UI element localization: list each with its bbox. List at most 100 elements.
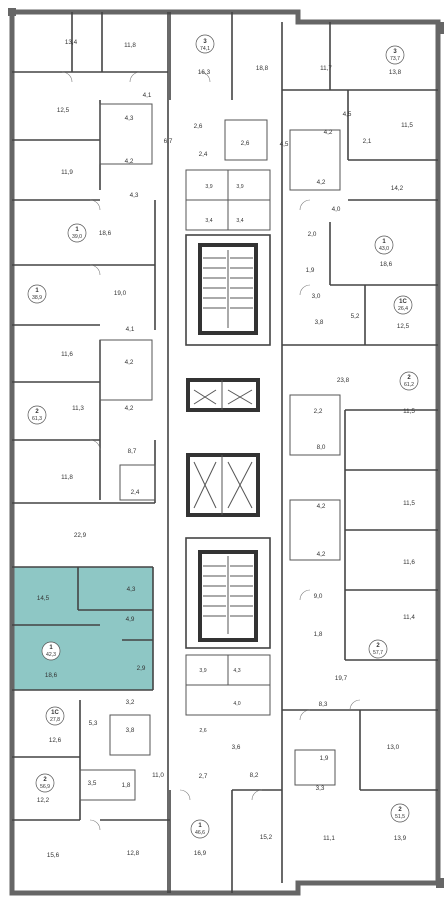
room-area: 14,5	[37, 595, 50, 602]
apartment-area: 61,3	[32, 416, 42, 422]
room-area: 2,9	[137, 665, 146, 672]
room-area: 2,0	[308, 231, 317, 238]
apartment-marker[interactable]: 1С 26,4	[393, 295, 413, 315]
room-area: 2,6	[199, 728, 206, 734]
apartment-marker[interactable]: 1С 27,8	[45, 706, 65, 726]
room-area: 3,8	[126, 727, 135, 734]
apartment-rooms: 1	[49, 645, 53, 651]
apartment-marker[interactable]: 3 73,7	[385, 45, 405, 65]
room-area: 3,9	[205, 184, 212, 190]
apartment-marker[interactable]: 2 51,5	[390, 803, 410, 823]
apartment-marker[interactable]: 3 74,1	[195, 34, 215, 54]
room-area: 12,2	[37, 797, 50, 804]
apartment-rooms: 1	[198, 823, 202, 829]
apartment-rooms: 1	[382, 239, 386, 245]
room-area: 3,3	[316, 785, 325, 792]
room-area: 11,8	[124, 42, 136, 49]
apartment-area: 74,1	[200, 46, 210, 52]
room-area: 11,9	[61, 169, 73, 176]
room-area: 4,1	[143, 92, 152, 99]
apartment-area: 57,7	[373, 650, 383, 656]
room-area: 3,5	[88, 780, 97, 787]
apartment-area: 39,0	[72, 234, 82, 240]
room-area: 4,2	[125, 359, 134, 366]
apartment-area: 38,9	[32, 295, 42, 301]
room-area: 3,0	[312, 293, 321, 300]
room-area: 16,3	[198, 69, 211, 76]
apartment-rooms: 3	[393, 49, 397, 55]
apartment-area: 26,4	[398, 306, 408, 312]
room-area: 11,3	[72, 405, 84, 412]
room-area: 1,9	[320, 755, 329, 762]
room-area: 8,0	[317, 444, 326, 451]
room-area: 12,5	[57, 107, 70, 114]
apartment-marker[interactable]: 2 57,7	[368, 639, 388, 659]
apartment-area: 42,3	[46, 652, 56, 658]
doors	[61, 71, 361, 831]
apartment-marker[interactable]: 1 39,0	[67, 223, 87, 243]
apartment-marker[interactable]: 2 56,9	[35, 773, 55, 793]
apartment-rooms: 2	[376, 643, 380, 649]
room-area: 19,7	[335, 675, 348, 682]
room-area: 4,0	[332, 206, 341, 213]
room-area: 4,1	[126, 326, 135, 333]
stair-treads-bottom	[203, 565, 253, 617]
room-area: 12,8	[127, 850, 140, 857]
room-area: 3,9	[236, 184, 243, 190]
apartment-rooms: 1	[75, 227, 79, 233]
room-area: 4,9	[126, 616, 135, 623]
apartment-rooms: 2	[35, 409, 39, 415]
room-area: 2,1	[363, 138, 372, 145]
apartment-marker[interactable]: 2 61,2	[399, 371, 419, 391]
apartment-rooms: 1С	[399, 299, 407, 305]
room-area: 13,8	[389, 69, 402, 76]
apartment-marker[interactable]: 1 43,0	[374, 235, 394, 255]
room-area: 2,6	[241, 140, 250, 147]
apartment-area: 43,0	[379, 246, 389, 252]
room-area: 4,2	[125, 405, 134, 412]
room-area: 8,2	[250, 772, 259, 779]
apartment-marker[interactable]: 2 61,3	[27, 405, 47, 425]
room-area: 4,3	[233, 668, 240, 674]
room-area: 4,2	[125, 158, 134, 165]
apartment-markers[interactable]: 3 74,1 3 73,7 1 39,0 1 43,0 1 38,9 1С 26…	[27, 34, 419, 839]
room-area: 2,6	[194, 123, 203, 130]
apartment-rooms: 2	[43, 777, 47, 783]
apartment-marker[interactable]: 1 46,6	[190, 819, 210, 839]
room-area: 4,2	[317, 503, 326, 510]
apartment-area: 73,7	[390, 56, 400, 62]
apartment-area: 46,6	[195, 830, 205, 836]
room-area: 18,6	[99, 230, 112, 237]
room-area: 4,2	[317, 179, 326, 186]
exterior-walls	[8, 8, 444, 896]
room-area: 11,0	[152, 772, 164, 779]
selected-apartment-highlight[interactable]	[12, 567, 153, 690]
room-area: 3,6	[232, 744, 241, 751]
room-area: 11,5	[403, 408, 415, 415]
room-area: 4,0	[233, 701, 240, 707]
room-area: 9,0	[314, 593, 323, 600]
room-area: 11,6	[61, 351, 73, 358]
room-area: 3,8	[315, 319, 324, 326]
room-area: 11,7	[320, 65, 332, 72]
room-area: 8,3	[319, 701, 328, 708]
room-area: 18,8	[256, 65, 269, 72]
room-area: 2,7	[199, 773, 208, 780]
room-area: 4,5	[280, 141, 289, 148]
apartment-rooms: 1С	[51, 710, 59, 716]
room-area: 3,4	[236, 218, 243, 224]
room-area: 13,4	[65, 39, 78, 46]
room-area: 15,6	[47, 852, 60, 859]
room-area: 4,3	[130, 192, 139, 199]
apartment-marker[interactable]: 1 42,3	[41, 641, 61, 661]
apartment-area: 61,2	[404, 382, 414, 388]
room-area: 1,8	[314, 631, 323, 638]
apartment-marker[interactable]: 1 38,9	[27, 284, 47, 304]
apartment-area: 27,8	[50, 717, 60, 723]
room-area: 2,4	[199, 151, 208, 158]
room-area: 13,9	[394, 835, 407, 842]
room-area: 1,8	[122, 782, 131, 789]
room-area: 5,2	[351, 313, 360, 320]
room-area: 2,4	[131, 489, 140, 496]
